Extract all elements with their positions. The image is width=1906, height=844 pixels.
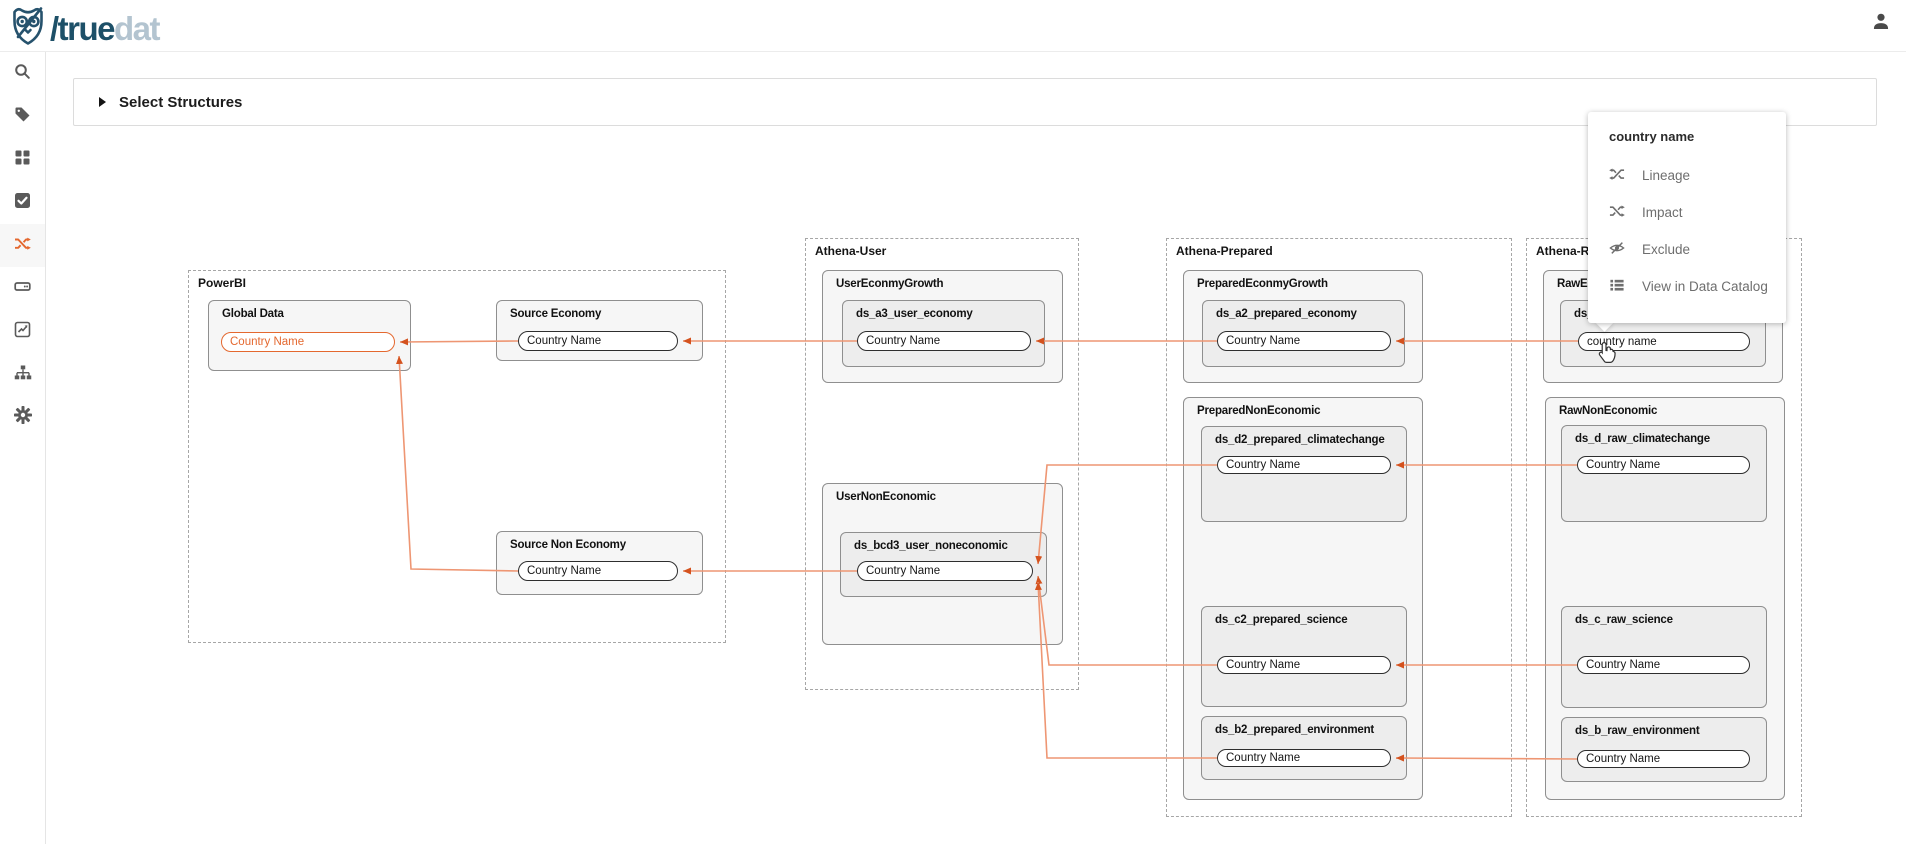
exclude-eye-off-icon bbox=[1609, 240, 1625, 259]
menu-item-impact[interactable]: Impact bbox=[1588, 194, 1786, 231]
select-structures-panel[interactable]: Select Structures bbox=[73, 78, 1877, 126]
node-label: ds_b_raw_environment bbox=[1575, 725, 1700, 737]
node-label: ds_c_raw_science bbox=[1575, 614, 1673, 626]
settings-gear-icon bbox=[13, 406, 32, 429]
field-pill-a3-country-name[interactable]: Country Name bbox=[857, 331, 1031, 351]
node-label: ds_a2_prepared_economy bbox=[1216, 308, 1357, 320]
sidebar-item-analytics[interactable] bbox=[0, 310, 45, 353]
sidebar-item-search[interactable] bbox=[0, 52, 45, 95]
field-pill-a2-country-name[interactable]: Country Name bbox=[1217, 331, 1391, 351]
menu-item-view-in-data-catalog[interactable]: View in Data Catalog bbox=[1588, 268, 1786, 305]
data-catalog-list-icon bbox=[1609, 277, 1625, 296]
node-label: ds_a3_user_economy bbox=[856, 308, 973, 320]
field-label: Country Name bbox=[527, 565, 602, 577]
node-label: ds_bcd3_user_noneconomic bbox=[854, 540, 1008, 552]
context-menu-title: country name bbox=[1609, 129, 1695, 144]
context-menu: country name Lineage Impact Exclude View… bbox=[1588, 112, 1786, 323]
menu-item-exclude[interactable]: Exclude bbox=[1588, 231, 1786, 268]
node-label: ds_c2_prepared_science bbox=[1215, 614, 1348, 626]
field-label: Country Name bbox=[527, 335, 602, 347]
node-ds-b2-prepared-environment[interactable]: ds_b2_prepared_environment bbox=[1201, 716, 1407, 780]
node-label: ds_d_raw_climatechange bbox=[1575, 433, 1710, 445]
sidebar-item-tags[interactable] bbox=[0, 95, 45, 138]
field-label: Country Name bbox=[866, 335, 941, 347]
tag-icon bbox=[14, 106, 31, 128]
node-label: PreparedEconmyGrowth bbox=[1197, 278, 1328, 290]
sidebar-item-dashboard[interactable] bbox=[0, 138, 45, 181]
menu-item-lineage[interactable]: Lineage bbox=[1588, 157, 1786, 194]
menu-item-label: Impact bbox=[1642, 205, 1683, 220]
field-label: Country Name bbox=[1586, 659, 1661, 671]
sidebar-item-hierarchy[interactable] bbox=[0, 353, 45, 396]
select-structures-label: Select Structures bbox=[119, 93, 243, 111]
truedat-logo[interactable]: /truedat bbox=[10, 5, 161, 52]
field-pill-source-economy-country-name[interactable]: Country Name bbox=[518, 331, 678, 351]
field-pill-d2-country-name[interactable]: Country Name bbox=[1217, 456, 1391, 474]
field-pill-c-raw-country-name[interactable]: Country Name bbox=[1577, 656, 1750, 674]
storage-drive-icon bbox=[14, 278, 31, 300]
node-label: Global Data bbox=[222, 308, 284, 320]
field-label: Country Name bbox=[1226, 459, 1301, 471]
user-icon[interactable] bbox=[1872, 12, 1890, 30]
sidebar-item-settings[interactable] bbox=[0, 396, 45, 439]
field-pill-c2-country-name[interactable]: Country Name bbox=[1217, 656, 1391, 674]
field-pill-bcd3-country-name[interactable]: Country Name bbox=[857, 561, 1033, 581]
sidebar-item-structures[interactable] bbox=[0, 267, 45, 310]
node-ds-b-raw-environment[interactable]: ds_b_raw_environment bbox=[1561, 717, 1767, 782]
impact-icon bbox=[1609, 203, 1625, 222]
owl-logo-icon bbox=[10, 5, 46, 52]
search-icon bbox=[14, 63, 31, 85]
field-pill-source-non-economy-country-name[interactable]: Country Name bbox=[518, 561, 678, 581]
group-label: Athena-User bbox=[815, 244, 887, 258]
field-label: Country Name bbox=[1226, 752, 1301, 764]
node-label: RawNonEconomic bbox=[1559, 405, 1658, 417]
node-label: UserNonEconomic bbox=[836, 491, 936, 503]
shuffle-lineage-icon bbox=[14, 235, 31, 257]
field-pill-d-raw-country-name[interactable]: Country Name bbox=[1577, 456, 1750, 474]
field-label: Country Name bbox=[1226, 335, 1301, 347]
field-label: Country Name bbox=[230, 336, 305, 348]
chart-icon bbox=[14, 321, 31, 343]
group-label: Athena-Prepared bbox=[1176, 244, 1273, 258]
field-label: Country Name bbox=[866, 565, 941, 577]
node-label: ds_b2_prepared_environment bbox=[1215, 724, 1375, 736]
grid-icon bbox=[14, 149, 31, 171]
sidebar-item-quality[interactable] bbox=[0, 181, 45, 224]
node-ds-d2-prepared-climatechange[interactable]: ds_d2_prepared_climatechange bbox=[1201, 426, 1407, 522]
field-pill-b-raw-country-name[interactable]: Country Name bbox=[1577, 750, 1750, 768]
node-label: UserEconmyGrowth bbox=[836, 278, 944, 290]
check-square-icon bbox=[14, 192, 31, 214]
sitemap-icon bbox=[14, 364, 32, 386]
field-label: Country Name bbox=[1586, 459, 1661, 471]
field-label: Country Name bbox=[1226, 659, 1301, 671]
top-bar: /truedat bbox=[0, 0, 1906, 52]
node-label: Source Non Economy bbox=[510, 539, 626, 551]
group-label: PowerBI bbox=[198, 276, 247, 290]
menu-item-label: Exclude bbox=[1642, 242, 1691, 257]
field-pill-b2-country-name[interactable]: Country Name bbox=[1217, 749, 1391, 767]
node-label: ds_d2_prepared_climatechange bbox=[1215, 434, 1385, 446]
field-pill-global-data-country-name[interactable]: Country Name bbox=[221, 332, 395, 352]
group-label: Athena-Ra bbox=[1536, 244, 1597, 258]
caret-right-icon bbox=[99, 97, 106, 107]
node-label: PreparedNonEconomic bbox=[1197, 405, 1321, 417]
node-label: RawEc bbox=[1557, 278, 1594, 290]
node-label: Source Economy bbox=[510, 308, 602, 320]
brand-wordmark: /truedat bbox=[50, 9, 161, 47]
sidebar-item-lineage[interactable] bbox=[0, 224, 45, 267]
field-label: Country Name bbox=[1586, 753, 1661, 765]
field-label: country name bbox=[1587, 335, 1657, 348]
left-sidebar bbox=[0, 52, 46, 844]
menu-item-label: Lineage bbox=[1642, 168, 1691, 183]
field-pill-raw-country-name[interactable]: country name bbox=[1578, 332, 1750, 351]
menu-item-label: View in Data Catalog bbox=[1642, 279, 1768, 294]
lineage-icon bbox=[1609, 166, 1625, 185]
